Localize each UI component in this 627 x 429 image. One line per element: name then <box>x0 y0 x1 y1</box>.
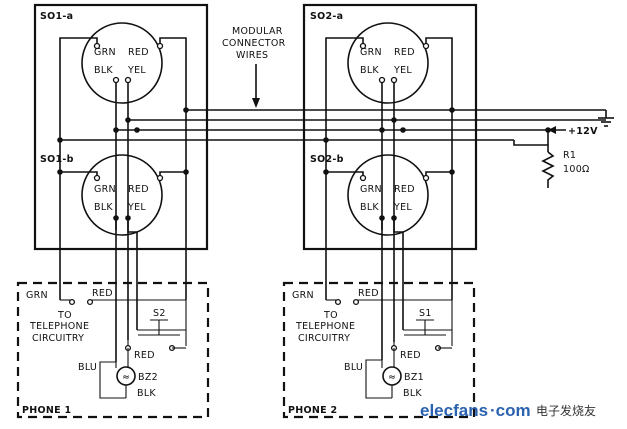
phone2-blk-label: BLK <box>403 388 422 399</box>
so2b-pin-labels: GRN RED BLK YEL <box>360 184 415 213</box>
so2-wiring <box>325 37 453 360</box>
pin-blk-label: BLK <box>94 65 113 76</box>
so2a-jack <box>347 22 429 104</box>
watermark-tld: ·com <box>490 401 531 420</box>
supply-voltage-label: +12V <box>568 126 598 137</box>
jack-terminals <box>93 42 430 182</box>
pin-red-label: RED <box>394 47 415 58</box>
pin-red-label: RED <box>128 184 149 195</box>
r1-label: R1 <box>563 150 576 161</box>
so2-panel <box>302 3 478 251</box>
pin-grn-label: GRN <box>360 184 382 195</box>
pin-red-label: RED <box>128 47 149 58</box>
phone1-circuitry-label: CIRCUITRY <box>32 333 84 344</box>
so1a-label: SO1-a <box>40 11 73 22</box>
phone2-circuitry-label: CIRCUITRY <box>298 333 350 344</box>
phone1-red-label: RED <box>92 288 113 299</box>
switch-s2-label: S2 <box>153 308 166 319</box>
modular-label-line1: MODULAR <box>232 26 283 37</box>
modular-connector-bus <box>60 109 606 141</box>
watermark: elecfans ·com 电子发烧友 <box>420 401 596 420</box>
phone2-telephone-label: TELEPHONE <box>295 321 355 332</box>
so1-panel <box>33 3 209 251</box>
phone1-wiring <box>60 298 187 399</box>
so1-wiring <box>59 37 187 362</box>
switch-s1-label: S1 <box>419 308 432 319</box>
pin-blk-label: BLK <box>94 202 113 213</box>
buzzer-bz1-label: BZ1 <box>404 372 424 383</box>
phone2-wiring <box>326 298 453 399</box>
phone1-blk-label: BLK <box>137 388 156 399</box>
buzzer-bz2-glyph: ≈ <box>122 372 130 383</box>
phone1-telephone-label: TELEPHONE <box>29 321 89 332</box>
pin-yel-label: YEL <box>393 202 412 213</box>
so1b-jack <box>81 154 163 236</box>
resistor-r1 <box>513 130 555 188</box>
phone2-to-label: TO <box>323 310 338 321</box>
phone2-grn-label: GRN <box>292 290 314 301</box>
phone1-label: PHONE 1 <box>22 405 71 416</box>
phone1-red2-label: RED <box>134 350 155 361</box>
junction-dots <box>57 107 551 221</box>
pin-grn-label: GRN <box>360 47 382 58</box>
phone1-box <box>16 281 210 419</box>
modular-label-line2: CONNECTOR <box>222 38 286 49</box>
modular-label-line3: WIRES <box>236 50 268 61</box>
pin-yel-label: YEL <box>393 65 412 76</box>
buzzer-bz2-label: BZ2 <box>138 372 158 383</box>
so2b-label: SO2-b <box>310 154 344 165</box>
so2a-pin-labels: GRN RED BLK YEL <box>360 47 415 76</box>
so1b-label: SO1-b <box>40 154 74 165</box>
pin-blk-label: BLK <box>360 202 379 213</box>
watermark-cn: 电子发烧友 <box>536 403 596 418</box>
pointer-arrow-icon <box>252 98 260 108</box>
pin-red-label: RED <box>394 184 415 195</box>
so2a-label: SO2-a <box>310 11 343 22</box>
pin-yel-label: YEL <box>127 202 146 213</box>
pin-blk-label: BLK <box>360 65 379 76</box>
phone2-red2-label: RED <box>400 350 421 361</box>
pin-yel-label: YEL <box>127 65 146 76</box>
so1b-pin-labels: GRN RED BLK YEL <box>94 184 149 213</box>
so2b-jack <box>347 154 429 236</box>
buzzer-bz1-glyph: ≈ <box>388 372 396 383</box>
supply-arrow-icon <box>548 126 566 134</box>
so1a-pin-labels: GRN RED BLK YEL <box>94 47 149 76</box>
phone2-blu-label: BLU <box>344 362 363 373</box>
watermark-site: elecfans <box>420 401 488 420</box>
ground-icon <box>598 110 614 127</box>
so1a-jack <box>81 22 163 104</box>
phone2-red-label: RED <box>358 288 379 299</box>
pin-grn-label: GRN <box>94 184 116 195</box>
r1-value-label: 100Ω <box>563 164 590 175</box>
phone1-grn-label: GRN <box>26 290 48 301</box>
phone2-label: PHONE 2 <box>288 405 337 416</box>
phone1-blu-label: BLU <box>78 362 97 373</box>
phone2-box <box>282 281 476 419</box>
pin-grn-label: GRN <box>94 47 116 58</box>
phone1-to-label: TO <box>57 310 72 321</box>
